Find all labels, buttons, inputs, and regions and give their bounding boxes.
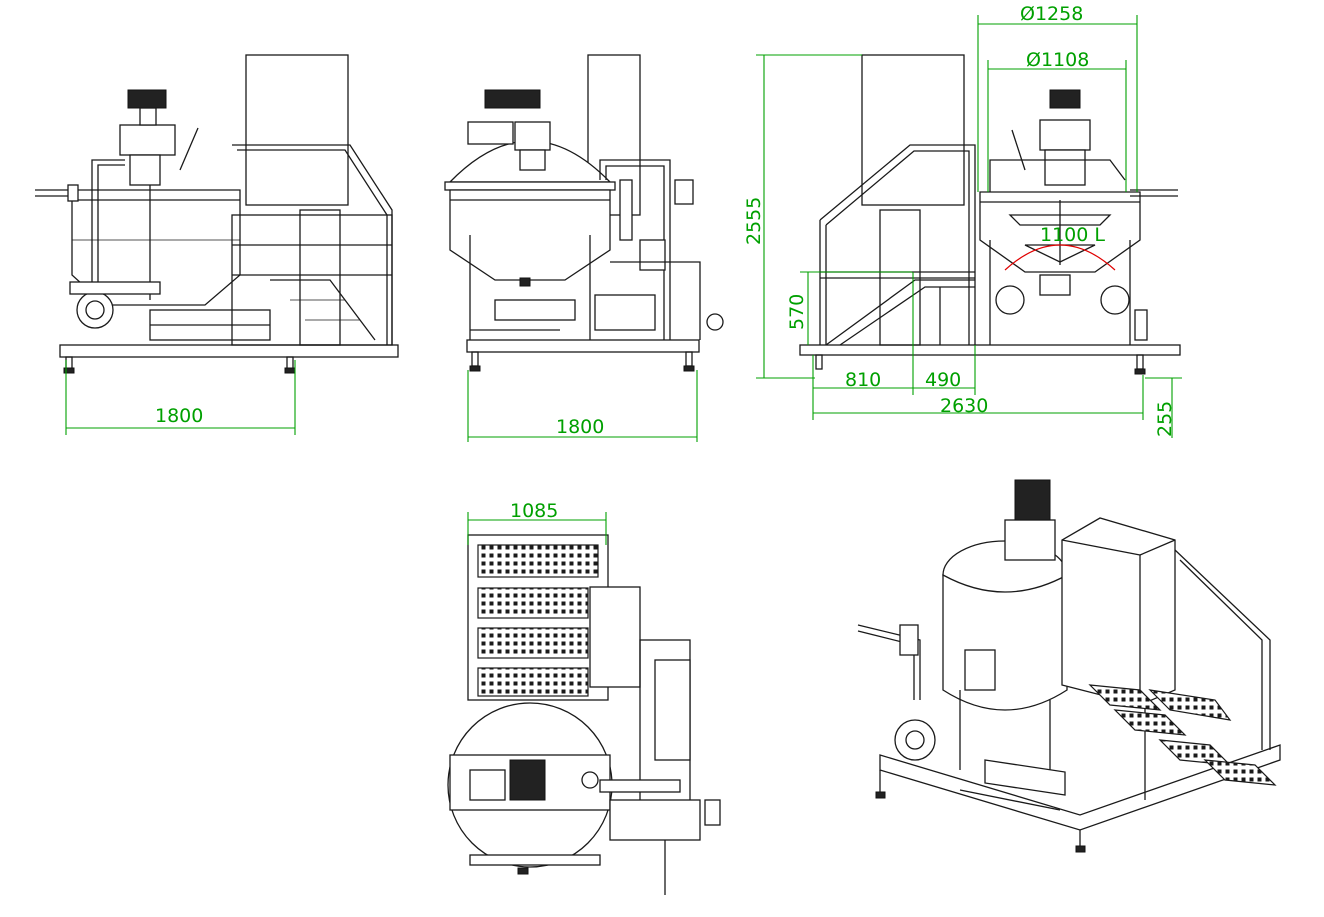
end-gearbox — [1039, 119, 1091, 151]
top-view — [447, 534, 721, 895]
end-motor — [1049, 89, 1081, 109]
iso-motor — [1014, 479, 1051, 521]
isometric-view — [857, 479, 1281, 853]
iso-tank-body — [942, 573, 1068, 711]
dimension-lines — [65, 15, 1182, 545]
top-control-cabinet — [589, 586, 641, 688]
platform-height-label: 570 — [786, 294, 808, 330]
end-view: 1100 L — [799, 54, 1181, 375]
front-width-label: 1800 — [155, 405, 203, 427]
iso-gearbox — [1004, 519, 1056, 561]
front-motor — [127, 89, 167, 109]
side-width-label: 1800 — [556, 416, 604, 438]
side-tank-body — [449, 189, 611, 281]
front-view — [35, 54, 399, 374]
iso-heat-unit — [984, 759, 1066, 796]
front-gearbox — [119, 124, 176, 156]
side-base-frame — [466, 339, 700, 353]
overall-length-label: 2630 — [940, 395, 988, 417]
side-motor — [484, 89, 541, 109]
front-base-frame — [59, 344, 399, 358]
top-grating-2 — [477, 587, 589, 619]
inner-diameter-label: Ø1108 — [1026, 49, 1089, 71]
total-height-label: 2555 — [743, 197, 765, 245]
tank-capacity-label: 1100 L — [1040, 224, 1105, 246]
side-gearbox — [514, 121, 551, 151]
foot-height-label: 255 — [1154, 401, 1176, 437]
top-width-label: 1085 — [510, 500, 558, 522]
end-base-frame — [799, 344, 1181, 356]
iso-pump — [894, 719, 936, 761]
stair-offset-label: 490 — [925, 369, 961, 391]
top-motor — [509, 759, 546, 801]
top-grating-1 — [477, 544, 599, 578]
front-control-cabinet — [245, 54, 349, 206]
top-grating-4 — [477, 667, 589, 697]
front-tank — [71, 189, 241, 306]
top-grating-3 — [477, 627, 589, 659]
side-view — [444, 54, 724, 372]
iso-control-cabinet — [1061, 517, 1176, 706]
front-pump — [76, 291, 114, 329]
stair-run-label: 810 — [845, 369, 881, 391]
outer-diameter-label: Ø1258 — [1020, 3, 1083, 25]
